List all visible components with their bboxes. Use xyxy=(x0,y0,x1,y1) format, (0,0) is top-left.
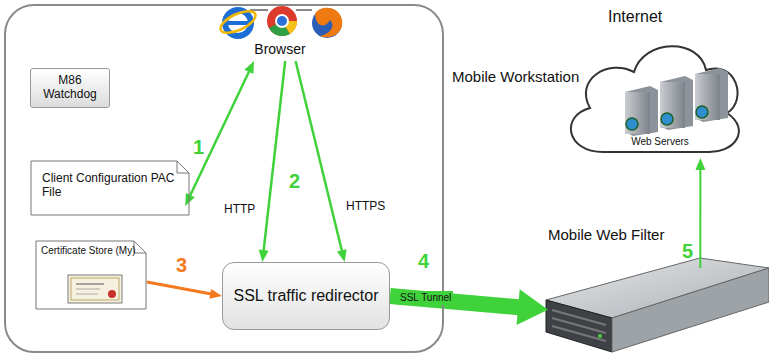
label-text: Mobile Workstation xyxy=(452,68,627,85)
label-text: Certificate Store (My) xyxy=(41,245,137,257)
workstation-region: Mobile WorkstationM86 WatchdogBrowserCli… xyxy=(4,4,444,353)
label-text: SSL traffic redirector xyxy=(229,287,383,305)
connector-arrow xyxy=(185,61,254,206)
browser-icons xyxy=(217,6,342,38)
web-filter-appliance xyxy=(546,258,769,352)
certificate-icon xyxy=(68,275,122,303)
web-filter-node: Mobile Web Filter xyxy=(540,222,769,357)
edge-label: HTTP xyxy=(224,203,255,217)
redirector-box: SSL traffic redirector xyxy=(222,262,390,330)
label-text: Web Servers xyxy=(610,136,710,148)
label-text: Browser xyxy=(215,41,345,57)
internet-cloud xyxy=(571,46,739,152)
connector-arrow xyxy=(695,158,705,268)
edge-label: SSL Tunnel xyxy=(398,291,453,305)
certificate-store-document: Certificate Store (My) xyxy=(35,240,147,310)
label-text: Mobile Web Filter xyxy=(548,226,748,243)
web-servers xyxy=(625,68,728,136)
label-text: Internet xyxy=(608,8,718,26)
callout-number: 3 xyxy=(176,254,187,277)
internet-cloud-node: InternetWeb Servers xyxy=(560,8,740,158)
connector-arrow xyxy=(390,289,548,325)
callout-number: 2 xyxy=(289,170,300,193)
pac-file-document: Client Configuration PAC File xyxy=(30,160,190,216)
connector-arrow xyxy=(259,61,285,262)
callout-number: 5 xyxy=(682,240,693,263)
label-text: M86 Watchdog xyxy=(34,74,106,102)
callout-number: 4 xyxy=(418,250,429,273)
callout-number: 1 xyxy=(193,136,204,159)
browser-node: Browser xyxy=(215,3,345,61)
edge-label: HTTPS xyxy=(346,200,385,214)
label-text: Client Configuration PAC File xyxy=(42,172,180,200)
connector-arrow xyxy=(147,282,222,299)
connector-arrow xyxy=(296,61,347,262)
watchdog-box: M86 Watchdog xyxy=(30,68,110,108)
